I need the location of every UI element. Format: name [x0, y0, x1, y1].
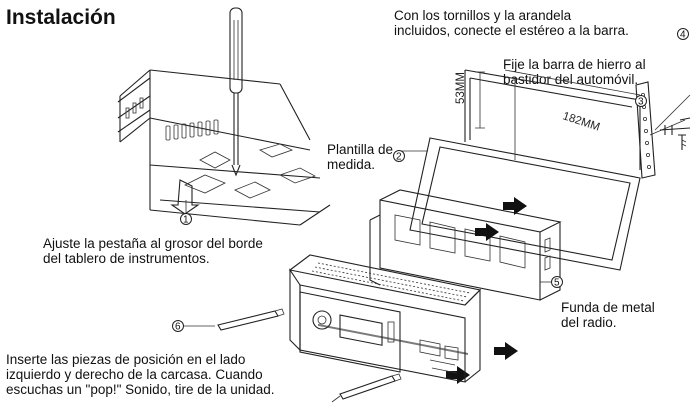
mounting-bar-icon [635, 81, 691, 179]
radio-unit-icon [288, 254, 482, 383]
dashboard-frame [464, 69, 641, 170]
svg-text:3: 3 [638, 97, 644, 108]
template-label: Plantilla de medida. [327, 142, 394, 172]
svg-text:1: 1 [183, 215, 189, 226]
measurement-template: 2 [393, 137, 641, 271]
svg-text:4: 4 [680, 30, 686, 41]
svg-text:5: 5 [554, 278, 560, 289]
screw-icon [659, 117, 691, 150]
position-keys: 6 [172, 308, 402, 403]
metal-sleeve: 5 [369, 189, 563, 301]
bar-instruction: Fije la barra de hierro al bastidor del … [503, 57, 646, 87]
mounting-sleeve-detail: 1 [117, 7, 331, 226]
screw-instruction: Con los tornillos y la arandela incluido… [394, 8, 629, 38]
page-title: Instalación [6, 6, 116, 29]
arrow-icon [446, 197, 527, 384]
insert-instruction: Inserte las piezas de posición en el lad… [6, 352, 275, 397]
svg-text:2: 2 [396, 152, 402, 163]
sleeve-label: Funda de metal del radio. [561, 300, 655, 330]
screwdriver-icon [229, 7, 243, 177]
tab-instruction: Ajuste la pestaña al grosor del borde de… [43, 236, 263, 266]
svg-text:6: 6 [175, 322, 181, 333]
